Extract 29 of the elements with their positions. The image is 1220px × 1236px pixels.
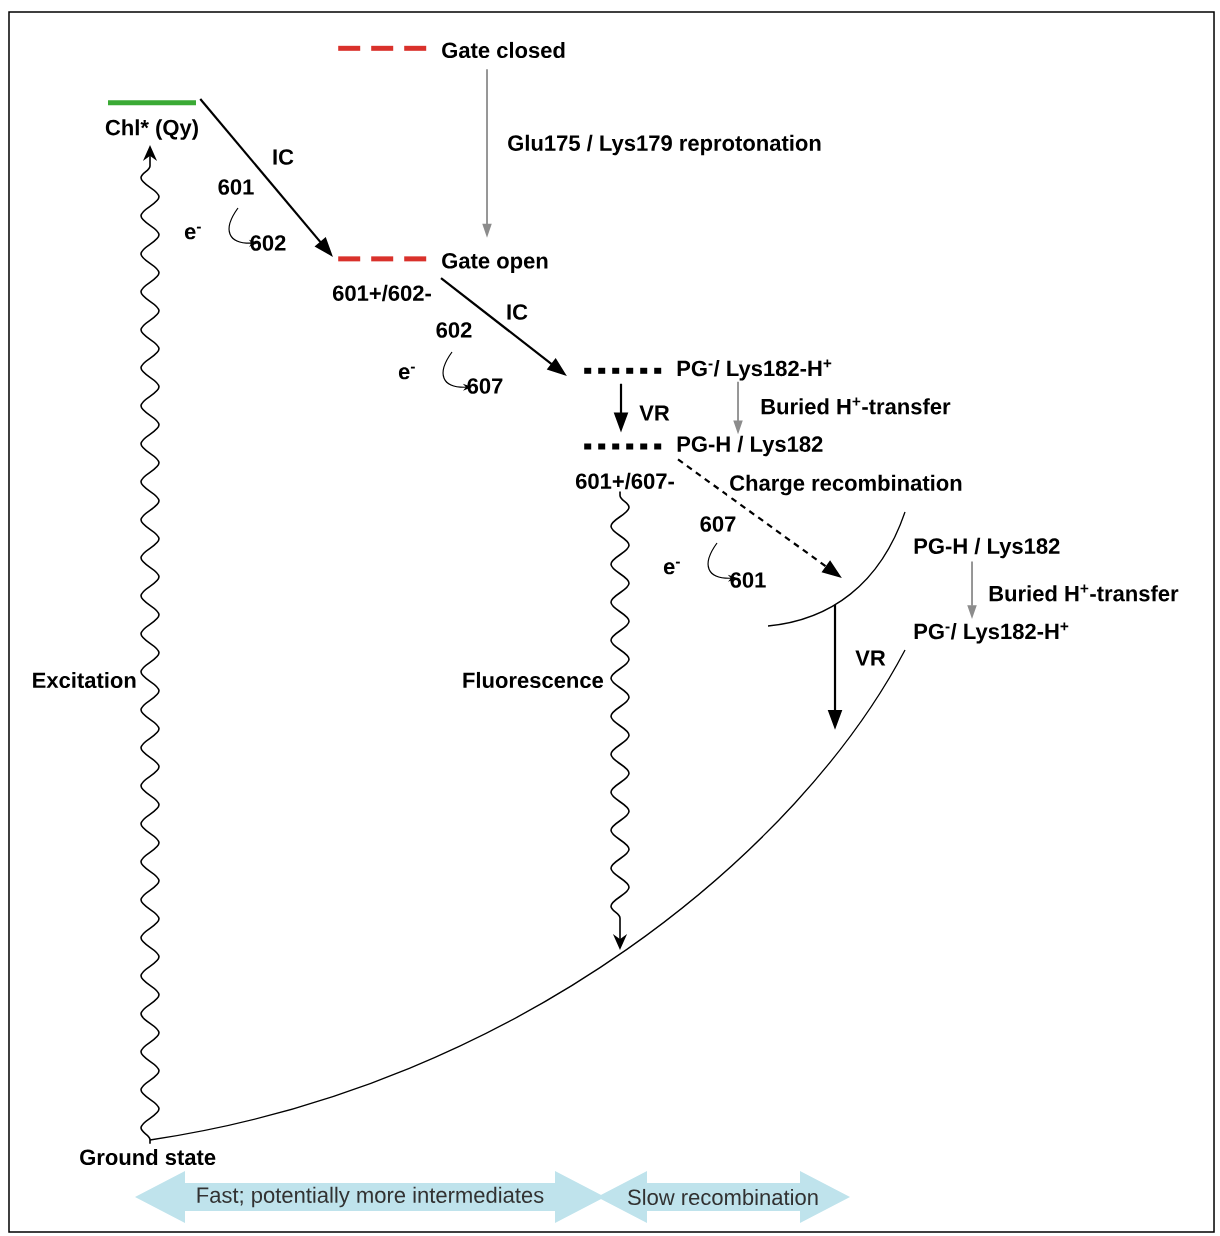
state-label: e$^{-}$	[663, 561, 680, 575]
energy-level: PG-H / Lys182	[584, 435, 823, 457]
edge-label: Excitation	[29, 669, 139, 691]
state-label: e$^{-}$	[184, 226, 201, 240]
edge-label: Buried H$^{+}$-transfer	[986, 582, 1181, 604]
edge-label: IC	[270, 147, 296, 167]
energy-level: Chl* (Qy)	[105, 100, 198, 140]
state-label: 601+/607-	[575, 472, 674, 490]
energy-level: Gate closed	[338, 41, 565, 59]
state-label: 602	[436, 322, 472, 338]
state-label: 601+/602-	[332, 284, 431, 302]
state-label: Ground state	[80, 1148, 216, 1166]
state-label: PG-H / Lys182	[914, 537, 1060, 559]
state-label: e$^{-}$	[398, 366, 415, 380]
edge-label: VR	[853, 648, 888, 668]
state-label: 602	[250, 235, 286, 251]
state-label: 601	[218, 179, 254, 195]
node-label: PG$^{-}$/ Lys182-H$^{+}$	[677, 359, 832, 381]
edge-label: Glu175 / Lys179 reprotonation	[505, 132, 824, 158]
edge-label: IC	[504, 302, 530, 322]
state-label: 607	[700, 516, 736, 532]
edge-label: Buried H$^{+}$-transfer	[758, 395, 953, 417]
edge-label: VR	[637, 403, 672, 423]
energy-level: Gate open	[338, 253, 548, 273]
state-label: 607	[467, 378, 503, 394]
energy-level: PG$^{-}$/ Lys182-H$^{+}$	[584, 359, 832, 381]
state-label: PG$^{-}$/ Lys182-H$^{+}$	[914, 622, 1069, 644]
edge-label: Charge recombination	[727, 472, 965, 498]
edge-label: Fluorescence	[459, 669, 606, 691]
